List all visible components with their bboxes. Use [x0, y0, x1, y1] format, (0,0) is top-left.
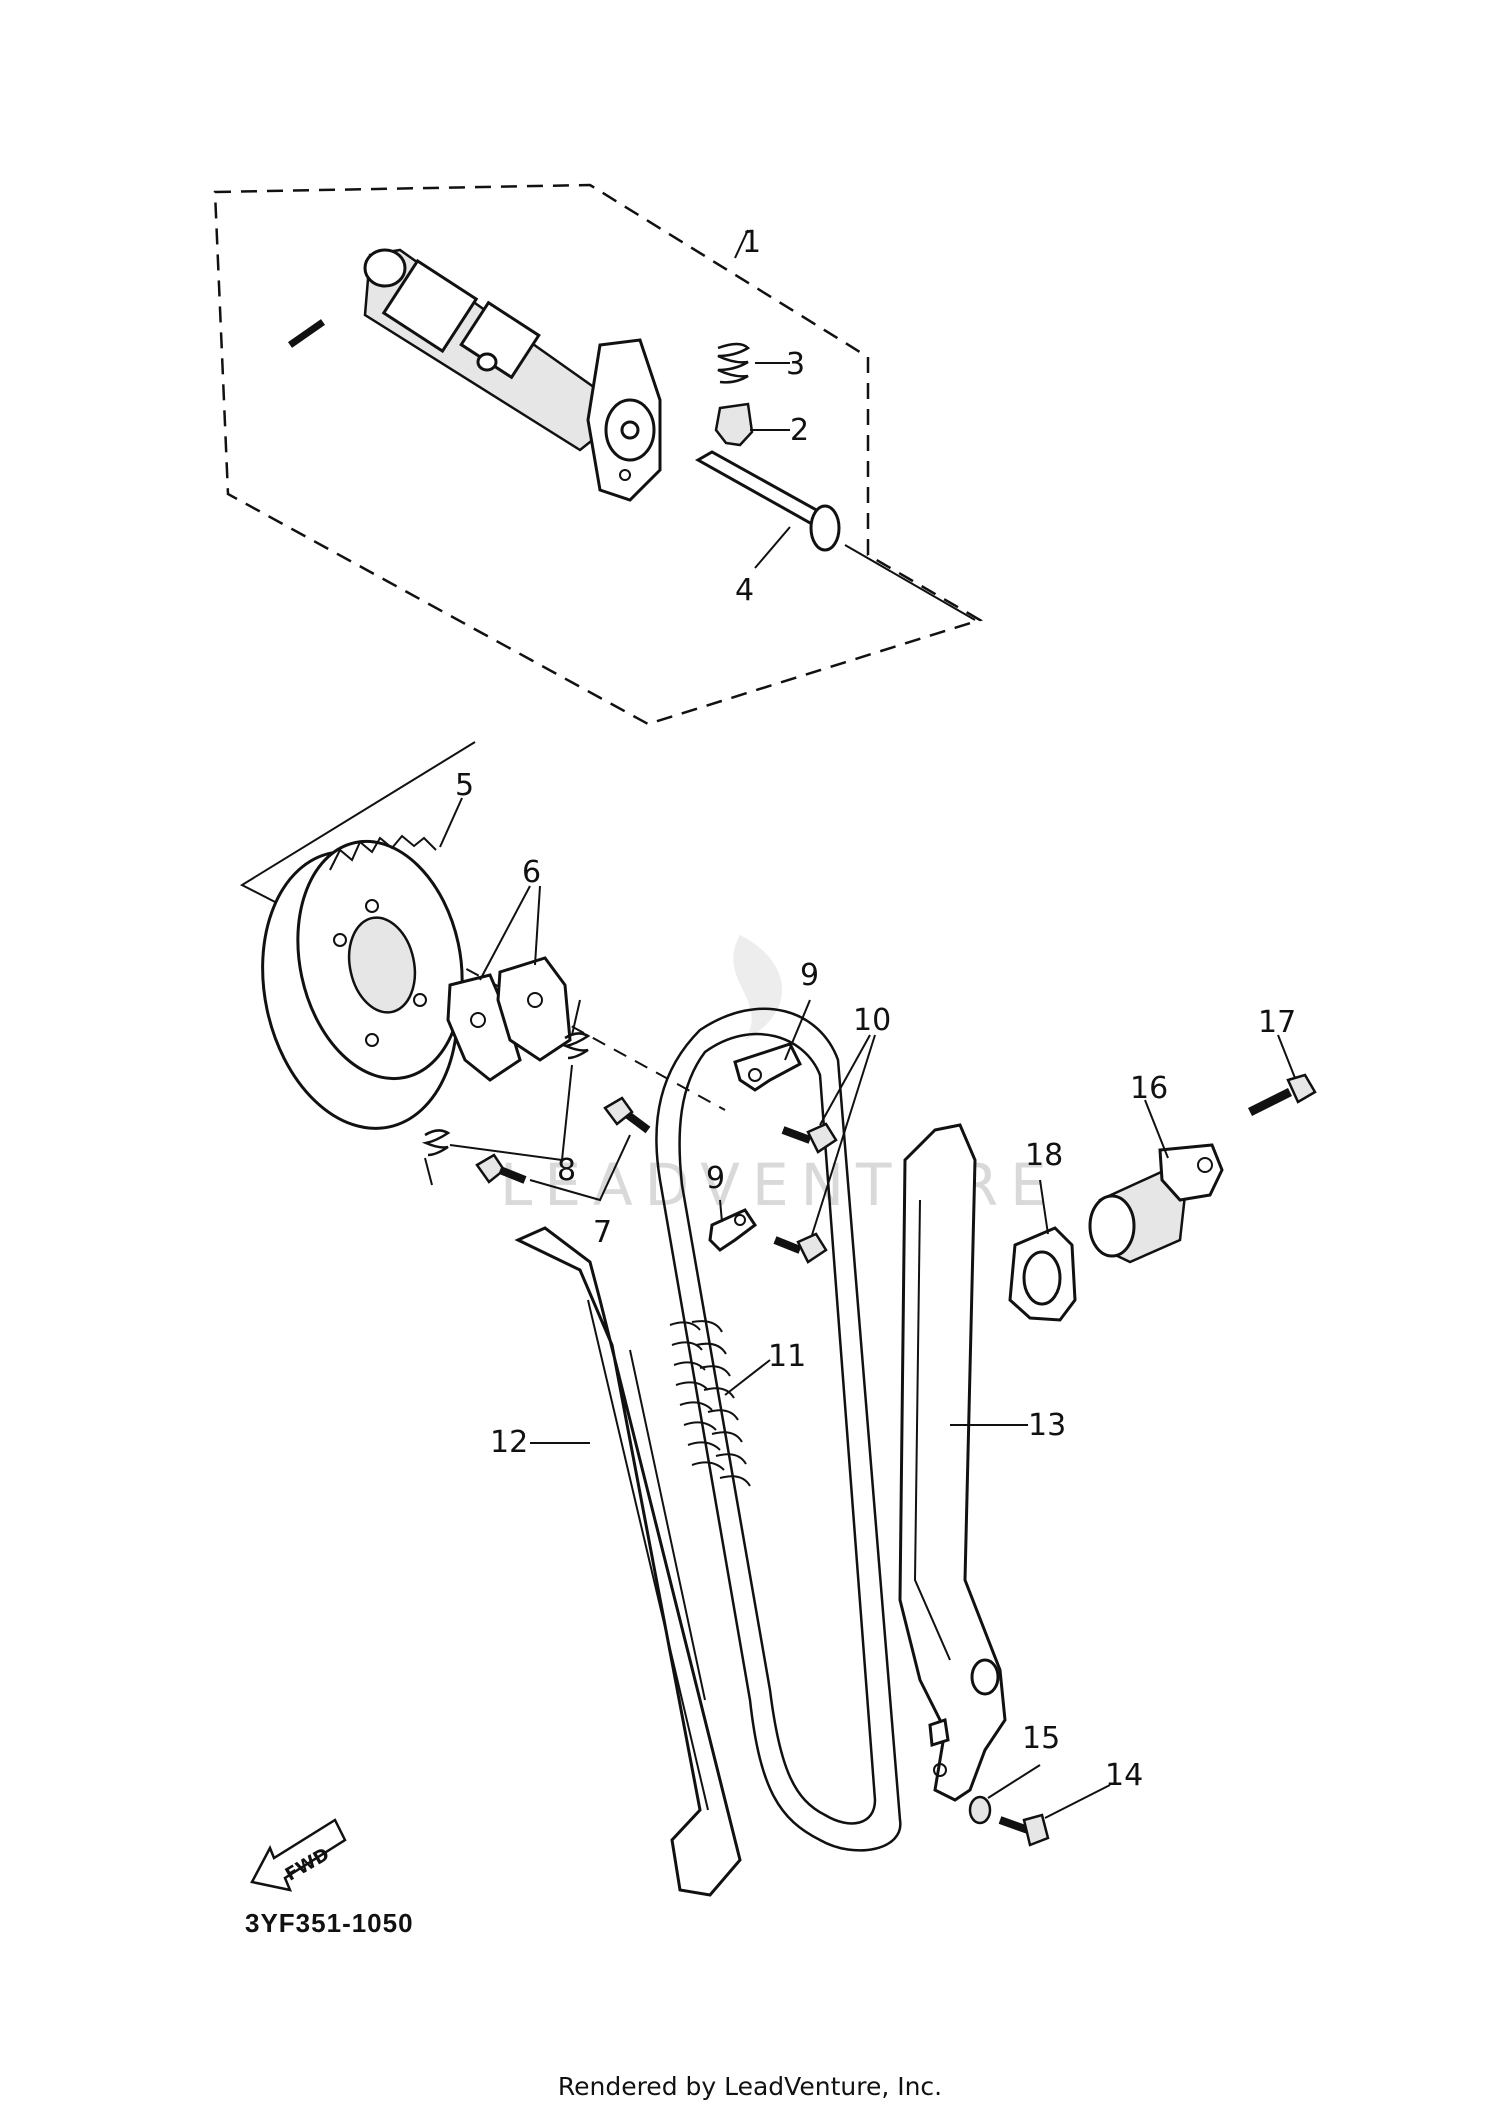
- callout-13: 13: [1028, 1408, 1066, 1443]
- callout-5: 5: [455, 768, 474, 803]
- part-bolt-14[interactable]: [998, 1813, 1050, 1847]
- part-guide-9-upper[interactable]: [733, 1042, 802, 1092]
- callout-17: 17: [1258, 1005, 1296, 1040]
- fwd-arrow-icon: FWD: [250, 1818, 347, 1892]
- part-shaft-4[interactable]: [694, 450, 841, 552]
- callout-11: 11: [768, 1339, 806, 1374]
- footer-credit: Rendered by LeadVenture, Inc.: [557, 2072, 943, 2101]
- assembly-1-boundary: [213, 183, 984, 726]
- callout-6: 6: [522, 855, 541, 890]
- part-bolt-7[interactable]: [475, 1096, 651, 1184]
- callout-16: 16: [1130, 1071, 1168, 1106]
- callout-18: 18: [1025, 1138, 1063, 1173]
- part-bolt-10[interactable]: [773, 1122, 838, 1264]
- callout-2: 2: [790, 413, 809, 448]
- part-tensioner-16[interactable]: [1088, 1143, 1224, 1264]
- callout-10: 10: [853, 1003, 891, 1038]
- part-spring-8[interactable]: [421, 999, 591, 1186]
- callout-9-upper: 9: [800, 958, 819, 993]
- callout-15: 15: [1022, 1721, 1060, 1756]
- part-plunger-2[interactable]: [714, 402, 754, 447]
- part-spring-3[interactable]: [717, 342, 751, 384]
- diagram-code: 3YF351-1050: [245, 1908, 414, 1938]
- part-pin[interactable]: [287, 319, 326, 348]
- callout-12: 12: [490, 1425, 528, 1460]
- callout-8: 8: [557, 1153, 576, 1188]
- part-guide-9-lower[interactable]: [708, 1208, 758, 1252]
- part-washer-15[interactable]: [968, 1795, 992, 1825]
- callout-9-lower: 9: [706, 1161, 725, 1196]
- part-decomp-plate-6[interactable]: [446, 956, 572, 1082]
- callout-3: 3: [786, 347, 805, 382]
- part-chain-guide-13[interactable]: [898, 1123, 1007, 1802]
- part-camshaft[interactable]: [363, 248, 662, 502]
- part-bolt-17[interactable]: [1247, 1073, 1317, 1117]
- callout-7: 7: [593, 1215, 612, 1250]
- callout-4: 4: [735, 573, 754, 608]
- part-gasket-18[interactable]: [1008, 1226, 1077, 1322]
- part-chain-guide-12[interactable]: [514, 1226, 742, 1897]
- callout-1: 1: [742, 225, 761, 260]
- watermark-flame-icon: [733, 935, 783, 1040]
- part-cam-sprocket-5[interactable]: [238, 826, 483, 1147]
- callout-14: 14: [1105, 1758, 1143, 1793]
